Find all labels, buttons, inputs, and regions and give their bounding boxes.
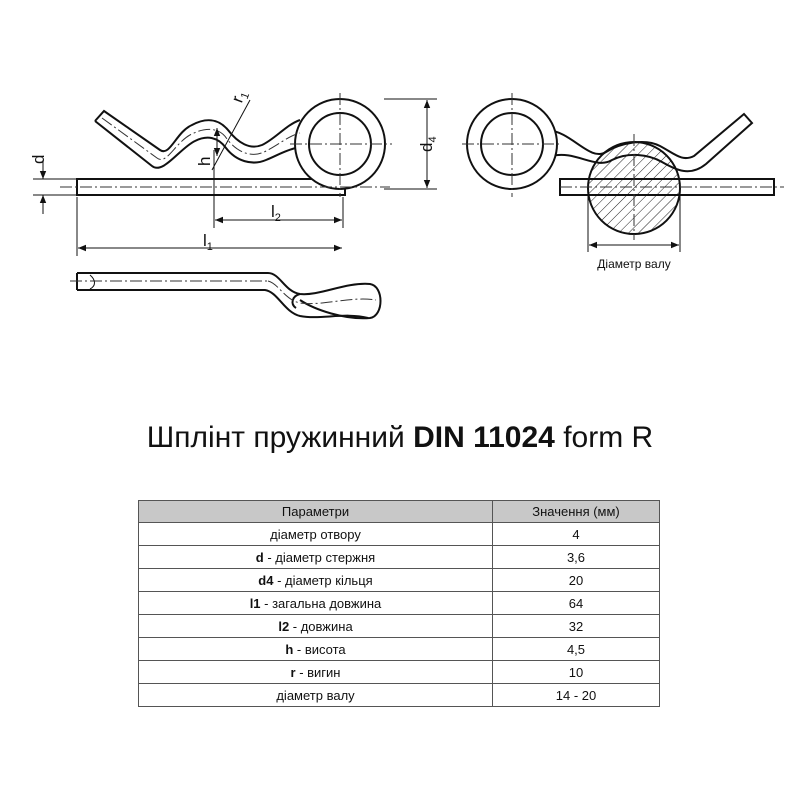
table-row: d4 - діаметр кільця 20 (138, 568, 660, 592)
shaft-diameter-label: Діаметр валу (597, 257, 670, 271)
front-view (76, 98, 386, 196)
param-desc: - діаметр кільця (273, 572, 373, 588)
table-row: діаметр отвору 4 (138, 522, 660, 546)
param-symbol: h (285, 641, 294, 657)
param-cell: r - вигин (138, 660, 493, 684)
header-values: Значення (мм) (492, 500, 660, 523)
spec-table: Параметри Значення (мм) діаметр отвору 4… (138, 500, 660, 707)
param-cell: l2 - довжина (138, 614, 493, 638)
dim-d4-label: d4 (417, 136, 439, 152)
param-cell: діаметр валу (138, 683, 493, 707)
table-row: h - висота 4,5 (138, 637, 660, 661)
header-parameters: Параметри (138, 500, 493, 523)
wavy-arm (94, 109, 301, 153)
param-cell: d - діаметр стержня (138, 545, 493, 569)
value-cell: 64 (492, 591, 660, 615)
param-cell: d4 - діаметр кільця (138, 568, 493, 592)
param-symbol: r (290, 664, 296, 680)
installed-view: Діаметр валу (462, 93, 784, 271)
dim-d-label: d (29, 155, 48, 164)
value-cell: 32 (492, 614, 660, 638)
param-desc: діаметр валу (276, 687, 355, 703)
value-cell: 10 (492, 660, 660, 684)
title-standard: DIN 11024 (413, 421, 555, 454)
value-cell: 4,5 (492, 637, 660, 661)
param-desc: - висота (293, 641, 346, 657)
technical-drawing: d h r1 d4 l2 l1 Ді (29, 91, 784, 320)
param-symbol: l1 (249, 595, 261, 611)
value-cell: 4 (492, 522, 660, 546)
table-row: r - вигин 10 (138, 660, 660, 684)
table-row: діаметр валу 14 - 20 (138, 683, 660, 707)
param-desc: - вигин (295, 664, 341, 680)
param-desc: - загальна довжина (260, 595, 382, 611)
dim-h-label: h (195, 157, 214, 166)
param-desc: - діаметр стержня (263, 549, 376, 565)
top-view (76, 272, 382, 320)
table-header-row: Параметри Значення (мм) (138, 500, 660, 523)
table-row: l2 - довжина 32 (138, 614, 660, 638)
title-prefix: Шплінт пружинний (146, 421, 414, 454)
table-row: d - діаметр стержня 3,6 (138, 545, 660, 569)
page-title: Шплінт пружинний DIN 11024 form R (0, 421, 800, 455)
param-cell: h - висота (138, 637, 493, 661)
dim-l2-label: l2 (271, 202, 281, 224)
param-cell: l1 - загальна довжина (138, 591, 493, 615)
param-desc: - довжина (289, 618, 353, 634)
title-suffix: form R (554, 421, 654, 454)
dim-l1-label: l1 (203, 231, 213, 253)
param-symbol: d4 (258, 572, 274, 588)
param-cell: діаметр отвору (138, 522, 493, 546)
table-row: l1 - загальна довжина 64 (138, 591, 660, 615)
param-symbol: l2 (278, 618, 290, 634)
value-cell: 20 (492, 568, 660, 592)
param-symbol: d (255, 549, 264, 565)
value-cell: 14 - 20 (492, 683, 660, 707)
value-cell: 3,6 (492, 545, 660, 569)
param-desc: діаметр отвору (270, 526, 361, 542)
